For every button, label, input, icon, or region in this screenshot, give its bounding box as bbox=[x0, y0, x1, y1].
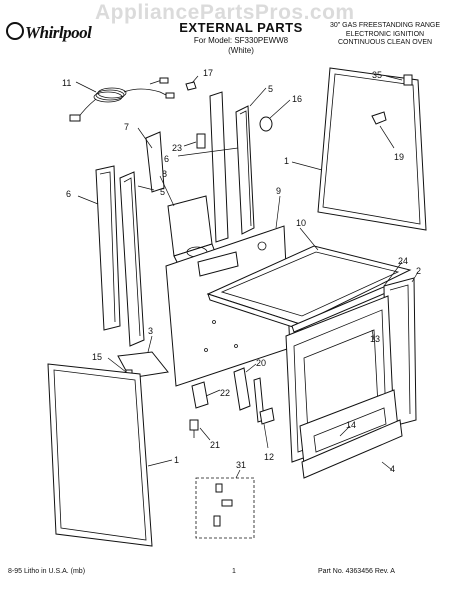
callout-13: 13 bbox=[370, 334, 380, 344]
callout-1-lower: 1 bbox=[174, 455, 179, 465]
callout-10: 10 bbox=[296, 218, 306, 228]
part-1-frame-lower bbox=[47, 363, 173, 547]
part-number: Part No. 4363456 Rev. A bbox=[318, 568, 395, 575]
callout-8: 8 bbox=[162, 169, 167, 179]
callout-2: 2 bbox=[416, 266, 421, 276]
part-5-upright-front-left bbox=[119, 171, 155, 347]
part-6-side-panel-upper bbox=[177, 147, 239, 157]
range-info-line-2: ELECTRONIC IGNITION bbox=[345, 30, 425, 38]
callout-3: 3 bbox=[148, 326, 153, 336]
watermark: AppliancePartsPros.com bbox=[95, 1, 355, 24]
part-20-bracket bbox=[233, 363, 257, 411]
part-16-spring-clip bbox=[259, 99, 291, 132]
part-6-side-panel-left bbox=[77, 165, 121, 331]
page-title: EXTERNAL PARTS bbox=[179, 20, 303, 35]
callout-5-lower: 5 bbox=[160, 187, 165, 197]
model-line: For Model: SF330PEWW8 bbox=[193, 36, 289, 45]
callout-6-lower: 6 bbox=[66, 189, 71, 199]
callout-16: 16 bbox=[292, 94, 302, 104]
callout-4: 4 bbox=[390, 464, 395, 474]
logo-ring-icon bbox=[6, 22, 24, 40]
callout-23: 23 bbox=[172, 143, 182, 153]
part-19-clip bbox=[371, 111, 395, 149]
callout-24: 24 bbox=[398, 256, 408, 266]
callout-7: 7 bbox=[124, 122, 129, 132]
part-17-clip bbox=[185, 75, 199, 91]
part-4-kick-panel bbox=[301, 419, 403, 479]
part-31-hardware-kit bbox=[195, 469, 255, 539]
range-info-line-3: CONTINUOUS CLEAN OVEN bbox=[337, 39, 433, 46]
callout-19: 19 bbox=[394, 152, 404, 162]
part-7-upright-rear-left bbox=[137, 91, 229, 243]
callout-14: 14 bbox=[346, 420, 356, 430]
part-11-power-cord bbox=[69, 77, 175, 122]
callout-6-upper: 6 bbox=[164, 154, 169, 164]
part-1-frame-upper bbox=[291, 67, 427, 231]
callout-1-upper: 1 bbox=[284, 156, 289, 166]
callout-35: 35 bbox=[372, 70, 382, 80]
part-21-leg bbox=[189, 419, 211, 441]
callout-11: 11 bbox=[62, 78, 71, 88]
callout-20: 20 bbox=[256, 358, 266, 368]
range-info-line-1: 30" GAS FREESTANDING RANGE bbox=[329, 22, 441, 29]
model-info: For Model: SF330PEWW8 (White) bbox=[176, 36, 306, 56]
part-5-upright-rear-right bbox=[235, 87, 267, 235]
part-12-latch bbox=[253, 377, 275, 449]
page-number: 1 bbox=[232, 568, 236, 575]
color-line: (White) bbox=[228, 46, 254, 55]
part-23-bracket bbox=[183, 133, 206, 149]
part-35-screw bbox=[385, 74, 413, 86]
callout-9: 9 bbox=[276, 186, 281, 196]
callout-5-upper: 5 bbox=[268, 84, 273, 94]
callout-12: 12 bbox=[264, 452, 274, 462]
callout-31: 31 bbox=[236, 460, 246, 470]
range-description: 30" GAS FREESTANDING RANGE ELECTRONIC IG… bbox=[310, 22, 460, 48]
brand-name: Whirlpool bbox=[25, 23, 92, 42]
part-22-bracket bbox=[191, 381, 221, 409]
part-10-cooktop bbox=[206, 227, 412, 331]
callout-15: 15 bbox=[92, 352, 102, 362]
callout-17: 17 bbox=[203, 68, 213, 78]
print-info: 8-95 Litho in U.S.A. (mb) bbox=[8, 568, 86, 575]
brand-logo: Whirlpool bbox=[6, 22, 92, 43]
callout-22: 22 bbox=[220, 388, 230, 398]
callout-21: 21 bbox=[210, 440, 220, 450]
